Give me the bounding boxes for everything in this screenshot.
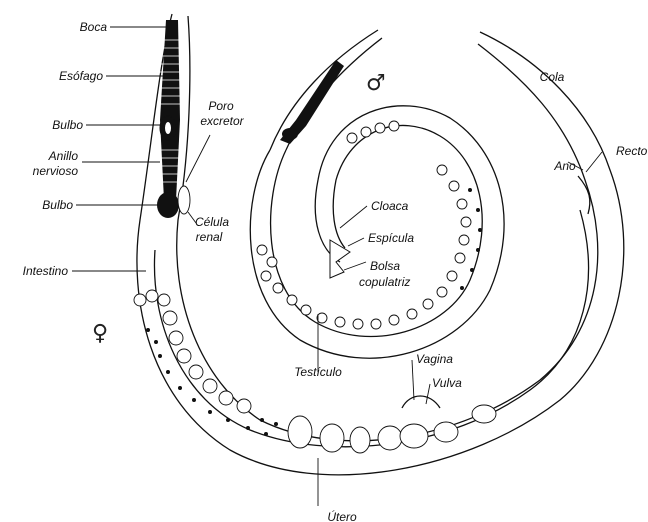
label-bulbo-bottom: Bulbo [42, 198, 73, 212]
label-nervioso: nervioso [33, 164, 79, 178]
label-utero: Útero [327, 509, 357, 522]
spicule-shape [330, 240, 350, 278]
male-symbol: ♂ [366, 71, 386, 96]
label-ano: Ano [553, 159, 576, 173]
label-poro: Poro [208, 99, 234, 113]
label-intestino: Intestino [23, 264, 69, 278]
esophagus [157, 20, 180, 218]
label-esofago: Esófago [59, 69, 103, 83]
renal-cell [178, 186, 190, 214]
vulva-shape [402, 396, 440, 408]
label-celula: Célula [195, 215, 229, 229]
label-vulva: Vulva [432, 376, 462, 390]
label-vagina: Vagina [416, 352, 453, 366]
label-copulatriz: copulatriz [359, 275, 410, 289]
label-cloaca: Cloaca [371, 199, 409, 213]
label-boca: Boca [80, 20, 108, 34]
female-symbol: ♀ [92, 321, 108, 346]
label-bulbo-top: Bulbo [52, 118, 83, 132]
testis-cells [257, 121, 482, 329]
label-recto: Recto [616, 144, 648, 158]
label-excretor: excretor [200, 114, 244, 128]
label-celula-renal: renal [196, 230, 223, 244]
label-bolsa: Bolsa [370, 259, 400, 273]
label-espicula: Espícula [368, 231, 414, 245]
label-cola: Cola [540, 70, 565, 84]
label-testiculo: Testículo [294, 365, 342, 379]
rectum-shape [578, 176, 590, 214]
label-anillo: Anillo [48, 149, 79, 163]
